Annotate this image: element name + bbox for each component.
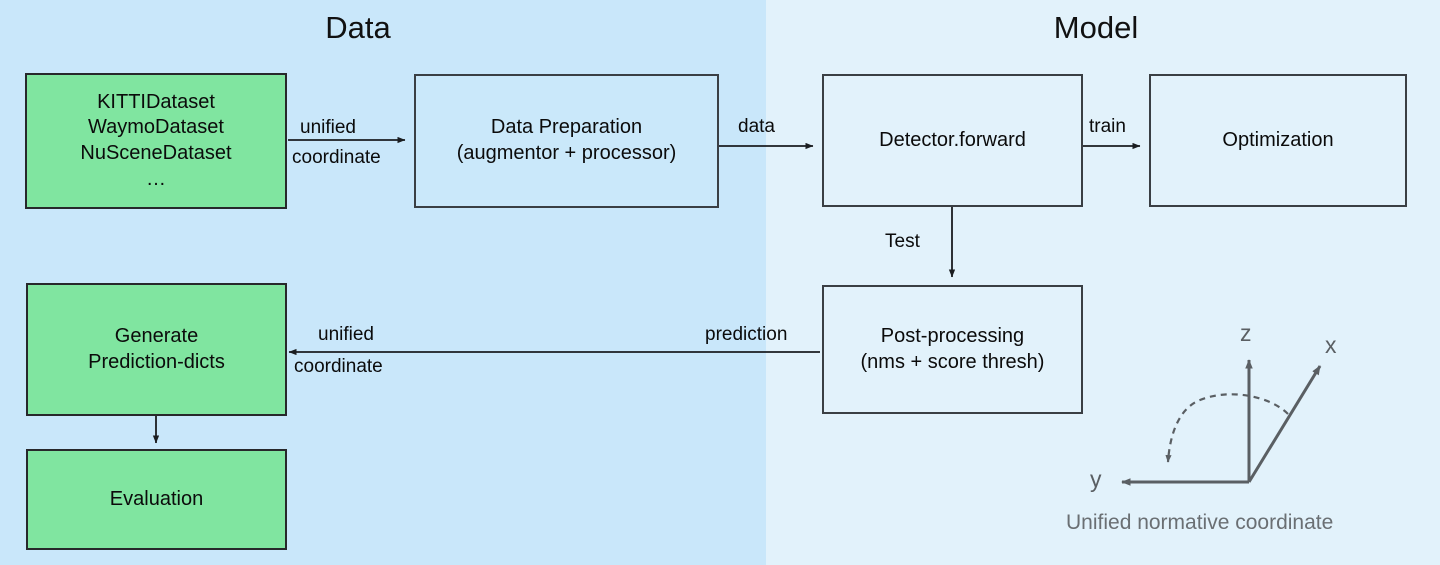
node-datasets[interactable]: KITTIDataset WaymoDataset NuSceneDataset… — [25, 73, 287, 209]
edge-label-unified-bottom: unified — [318, 324, 374, 345]
panel-title-data: Data — [325, 10, 391, 45]
node-generate-prediction-dicts[interactable]: Generate Prediction-dicts — [26, 283, 287, 416]
panel-title-model: Model — [1053, 10, 1139, 45]
node-post-processing[interactable]: Post-processing (nms + score thresh) — [822, 285, 1083, 414]
edge-label-prediction: prediction — [705, 324, 788, 345]
axis-caption: Unified normative coordinate — [1066, 511, 1334, 534]
edge-label-train: train — [1089, 116, 1126, 137]
edge-label-coordinate-top: coordinate — [292, 147, 381, 168]
axis-label-x: x — [1325, 332, 1337, 358]
node-data-preparation[interactable]: Data Preparation (augmentor + processor) — [414, 74, 719, 208]
node-optimization[interactable]: Optimization — [1149, 74, 1407, 207]
edge-label-unified-top: unified — [300, 117, 356, 138]
edge-label-test: Test — [885, 231, 920, 252]
axis-label-y: y — [1090, 466, 1102, 492]
edge-label-data: data — [738, 116, 775, 137]
edge-label-coordinate-bottom: coordinate — [294, 356, 383, 377]
node-detector-forward[interactable]: Detector.forward — [822, 74, 1083, 207]
axis-label-z: z — [1240, 320, 1252, 346]
node-evaluation[interactable]: Evaluation — [26, 449, 287, 550]
